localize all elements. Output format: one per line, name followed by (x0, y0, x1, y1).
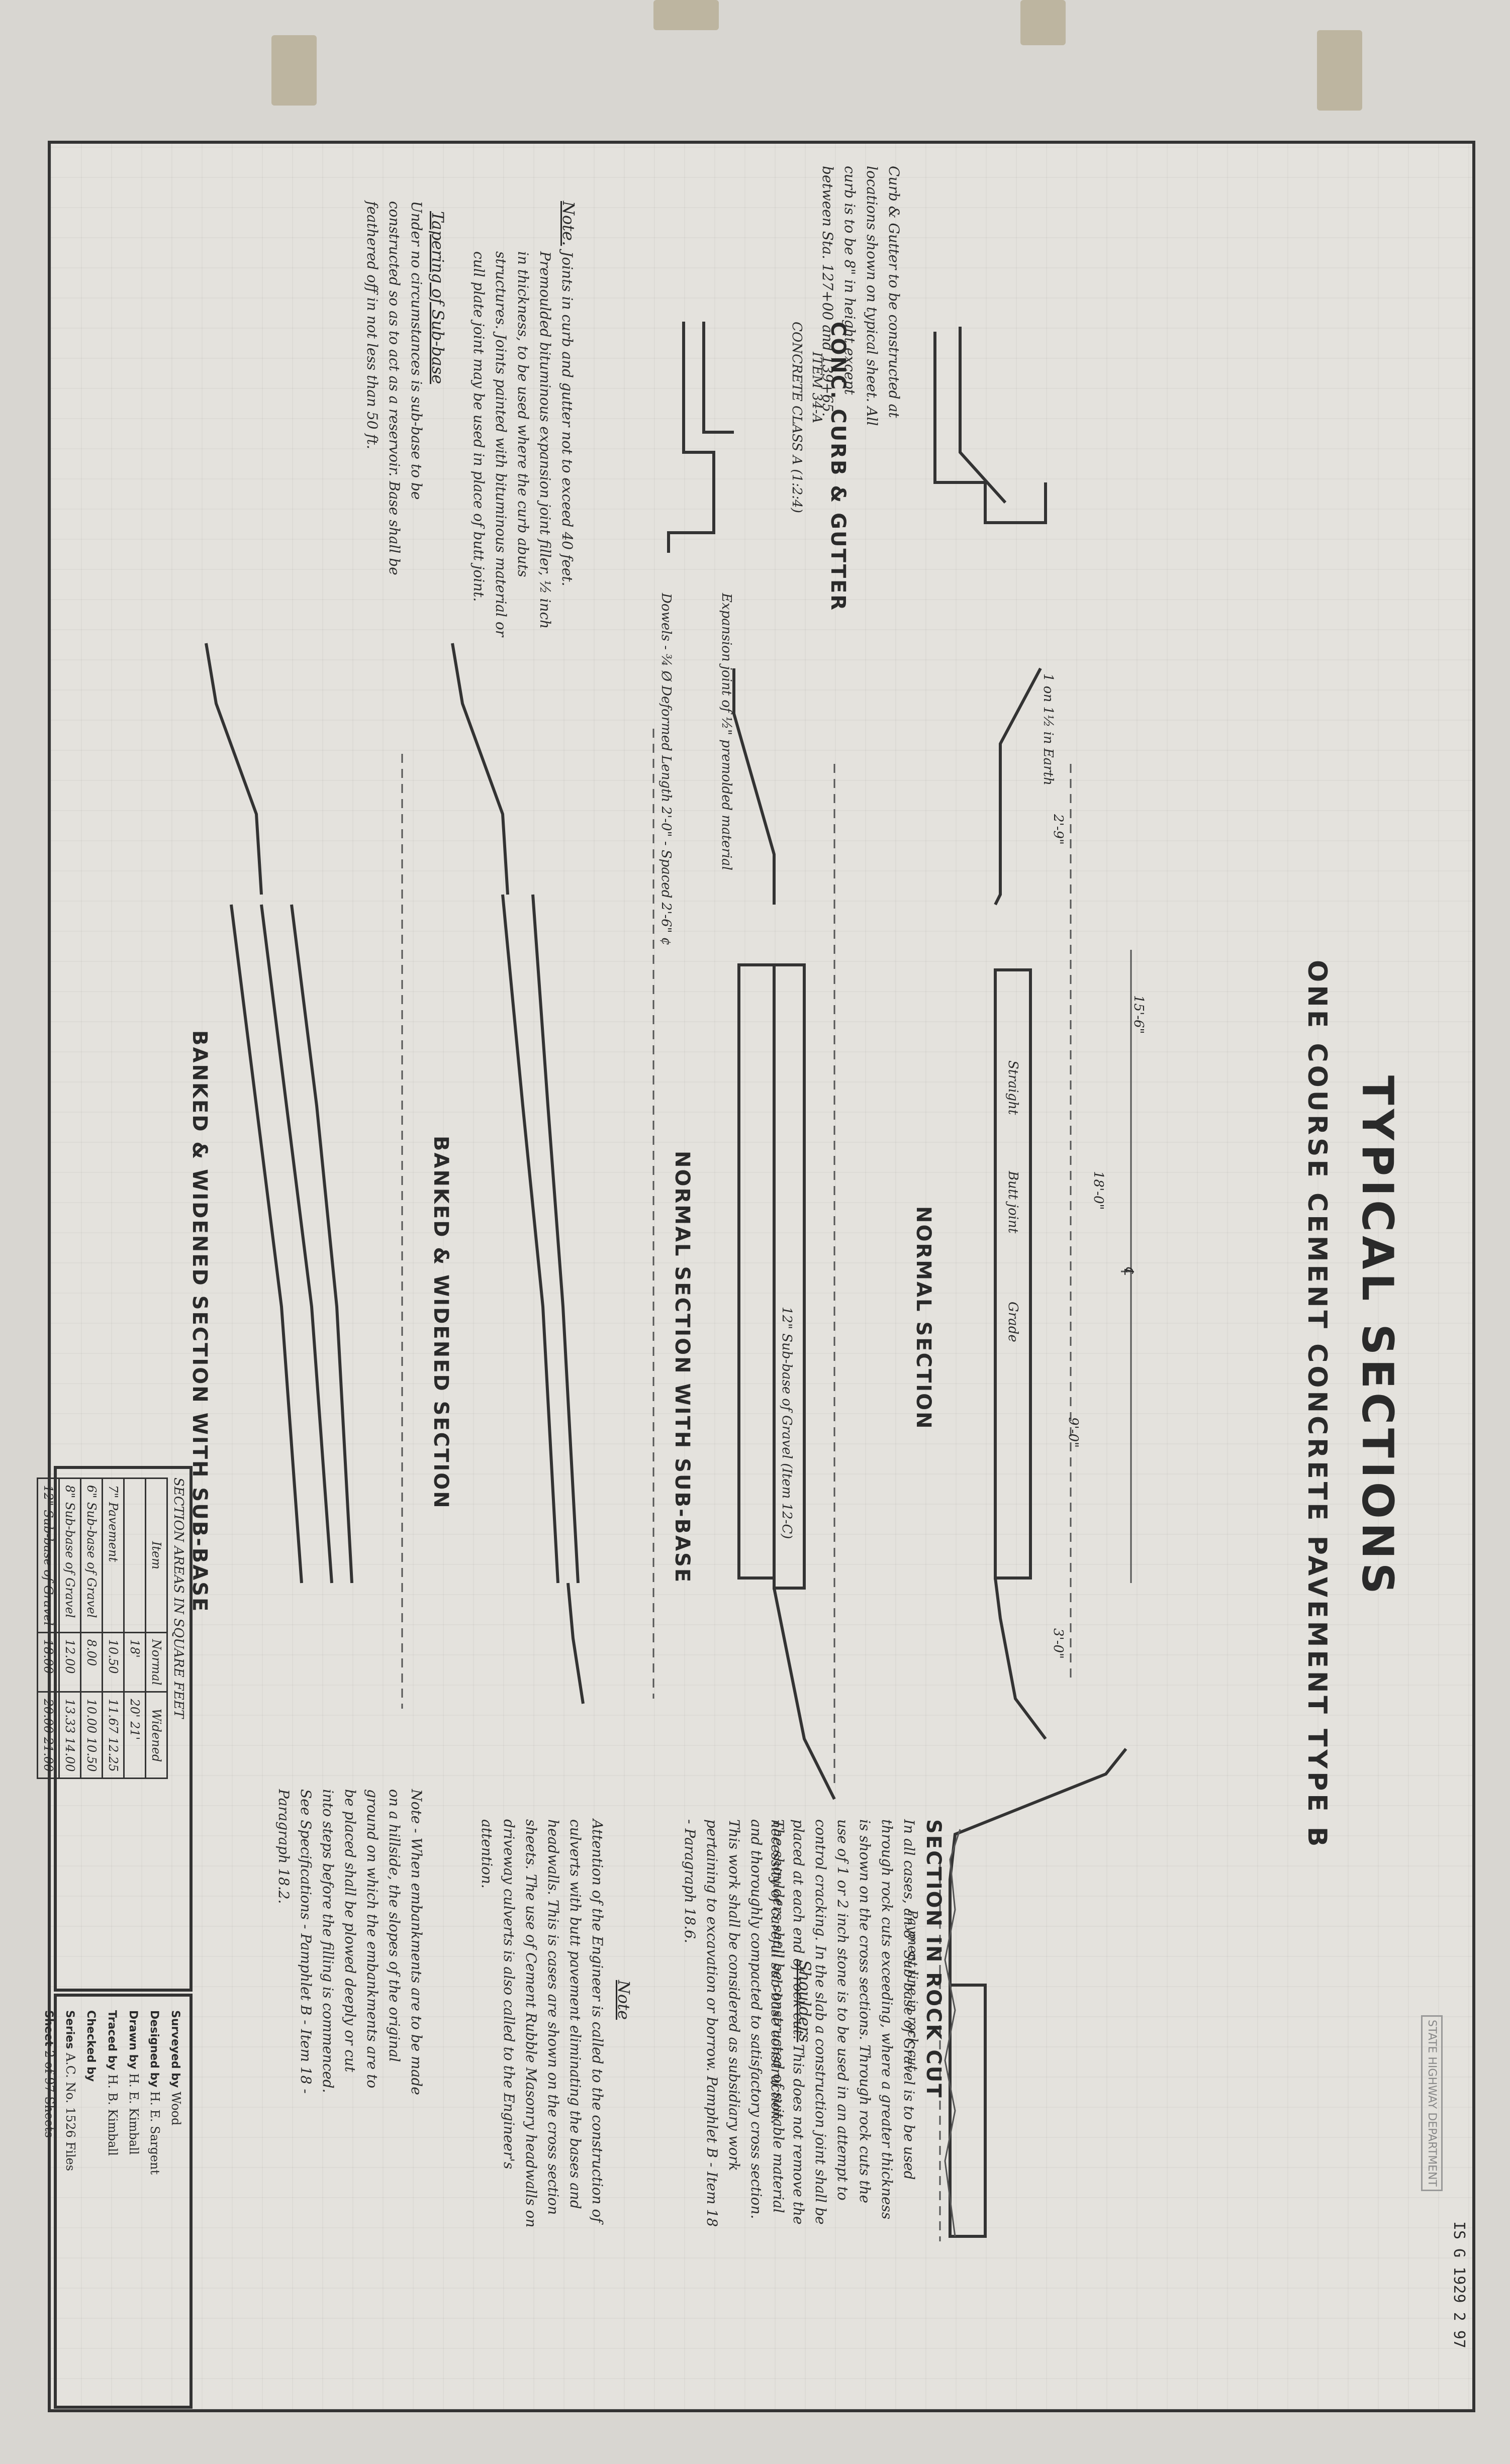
tape-strip (271, 35, 317, 106)
grade-label: Grade (1005, 1302, 1020, 1342)
area-table-title: SECTION AREAS IN SQUARE FEET (171, 1477, 186, 1719)
area-table-wrap: SECTION AREAS IN SQUARE FEET Item Normal… (37, 1477, 186, 1779)
table-header: Normal (145, 1632, 167, 1692)
banked-subbase-title: BANKED & WIDENED SECTION WITH SUB-BASE (188, 1030, 211, 1613)
sheet-code: IS G 1929 2 97 (1450, 2221, 1468, 2348)
normal-subbase-title: NORMAL SECTION WITH SUB-BASE (671, 1151, 694, 1584)
table-row: Item Normal Widened (145, 1478, 167, 1779)
credit-line: Surveyed by Wood (169, 2010, 183, 2126)
drawing-title: TYPICAL SECTIONS (1352, 1075, 1402, 1598)
table-header: Widened (145, 1692, 167, 1779)
drawing-sheet (48, 141, 1475, 2412)
table-cell: 20' 21' (124, 1692, 146, 1779)
shoulders-head: Shoulders (795, 1960, 814, 2042)
butt-joint-label: Butt joint (1005, 1171, 1020, 1234)
credit-line: Traced by H. B. Kimball (106, 2010, 120, 2156)
tape-strip (1317, 30, 1362, 111)
attention-head: Note (614, 1980, 633, 2020)
table-cell (124, 1478, 146, 1633)
drawing-subtitle: ONE COURSE CEMENT CONCRETE PAVEMENT TYPE… (1302, 960, 1332, 1850)
normal-section-drawing (994, 667, 1132, 1740)
table-row: 18' 20' 21' (124, 1478, 146, 1779)
normal-subbase-drawing (732, 668, 836, 1800)
subbase-note-head: Tapering of Sub-base (428, 211, 447, 384)
normal-section-title: NORMAL SECTION (912, 1206, 935, 1430)
table-cell: 6" Sub-base of Gravel (80, 1478, 103, 1633)
shoulders-note: The shoulders shall be constructed of su… (682, 1819, 787, 2227)
subbase-gravel-label: 12" Sub-base of Gravel (Item 12-C) (779, 1307, 794, 1539)
width-18-label: 18'-0" (1091, 1171, 1106, 1210)
table-cell: 18.00 (37, 1632, 59, 1692)
attention-note: Attention of the Engineer is called to t… (479, 1819, 606, 2228)
area-table: Item Normal Widened 18' 20' 21' 7" Pavem… (37, 1477, 168, 1779)
table-cell: 12" Sub-base of Gravel (37, 1478, 59, 1633)
dowels-label: Dowels - ¾ Ø Deformed Length 2'-0" - Spa… (658, 593, 674, 946)
curb-detail-drawing (667, 322, 1047, 553)
table-row: 7" Pavement 10.50 11.67 12.25 (102, 1478, 124, 1779)
credit-line: Drawn by H. E. Kimball (127, 2010, 141, 2155)
width-15-6-label: 15'-6" (1131, 995, 1146, 1034)
table-row: 12" Sub-base of Gravel 18.00 20.00 21.00 (37, 1478, 59, 1779)
expansion-label: Expansion joint of ½" premolded material (719, 593, 734, 870)
table-row: 6" Sub-base of Gravel 8.00 10.00 10.50 (80, 1478, 103, 1779)
credit-line: Checked by (84, 2010, 97, 2082)
rock-cut-title: SECTION IN ROCK CUT (922, 1819, 945, 2099)
table-cell: 11.67 12.25 (102, 1692, 124, 1779)
table-cell: 8" Sub-base of Gravel (59, 1478, 81, 1633)
centerline-label: ℄ (1121, 1266, 1136, 1275)
width-3-label: 3'-0" (1051, 1628, 1066, 1659)
tape-strip (1020, 0, 1066, 45)
banked-section-drawing (451, 643, 654, 1704)
joint-note-head: Note. (559, 201, 578, 246)
table-cell: 10.00 10.50 (80, 1692, 103, 1779)
tape-strip (653, 0, 719, 30)
embankment-note: Note - When embankments are to be made o… (275, 1789, 425, 2095)
banked-subbase-drawing (205, 643, 403, 1709)
table-cell: 20.00 21.00 (37, 1692, 59, 1779)
table-cell: 13.33 14.00 (59, 1692, 81, 1779)
slope-earth-label: 1 on 1½ in Earth (1041, 673, 1056, 785)
credit-line: Series A.C. No. 1526 Files (63, 2010, 77, 2172)
rock-cut-drawing (939, 1748, 1127, 2241)
credits-block: Surveyed by Wood Designed by H. E. Sarge… (38, 2010, 186, 2392)
curb-note: Curb & Gutter to be constructed at locat… (819, 166, 902, 426)
table-row: 8" Sub-base of Gravel 12.00 13.33 14.00 (59, 1478, 81, 1779)
joint-note: Joints in curb and gutter not to exceed … (470, 251, 576, 637)
width-2-9-label: 2'-9" (1051, 814, 1066, 845)
subbase-note: Under no circumstances is sub-base to be… (364, 201, 425, 575)
table-header: Item (145, 1478, 167, 1633)
table-cell: 10.50 (102, 1632, 124, 1692)
approval-stamp: STATE HIGHWAY DEPARTMENT (1421, 2015, 1443, 2191)
banked-section-title: BANKED & WIDENED SECTION (429, 1136, 452, 1510)
curb-mix: CONCRETE CLASS A (1:2:4) (789, 322, 804, 513)
straight-label: Straight (1005, 1060, 1020, 1115)
table-cell: 8.00 (80, 1632, 103, 1692)
table-cell: 18' (124, 1632, 146, 1692)
width-9-label: 9'-0" (1066, 1417, 1081, 1448)
table-cell: 12.00 (59, 1632, 81, 1692)
credit-line: Designed by H. E. Sargent (148, 2010, 162, 2175)
table-cell: 7" Pavement (102, 1478, 124, 1633)
credit-line: Sheet 2 of 97 Sheets (42, 2010, 56, 2138)
